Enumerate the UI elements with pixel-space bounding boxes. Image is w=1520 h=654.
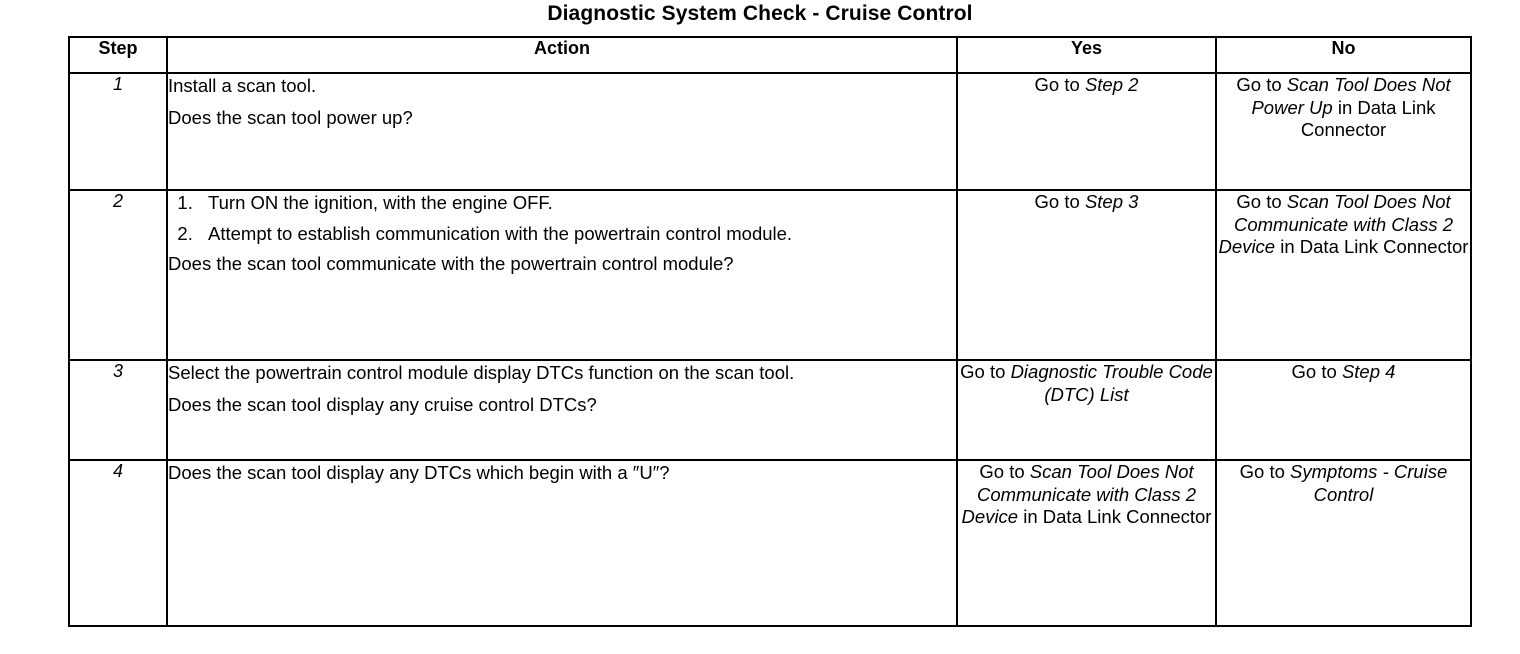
- column-header-yes: Yes: [956, 36, 1217, 74]
- goto-prefix: Go to: [1239, 461, 1291, 482]
- goto-reference[interactable]: Step 4: [1341, 361, 1396, 382]
- yes-cell: Go to Scan Tool Does Not Communicate wit…: [956, 459, 1217, 627]
- action-cell: Turn ON the ignition, with the engine OF…: [166, 189, 958, 361]
- goto-reference[interactable]: Diagnostic Trouble Code (DTC) List: [1010, 361, 1213, 405]
- goto-prefix: Go to: [960, 361, 1011, 382]
- table-header-row: Step Action Yes No: [68, 36, 1472, 74]
- goto-prefix: Go to: [1034, 74, 1085, 95]
- table-row: 1 Install a scan tool. Does the scan too…: [68, 72, 1472, 191]
- goto-reference[interactable]: Step 3: [1084, 191, 1139, 212]
- table-row: 2 Turn ON the ignition, with the engine …: [68, 189, 1472, 361]
- action-step-list: Turn ON the ignition, with the engine OF…: [168, 191, 956, 246]
- step-number: 2: [68, 189, 168, 361]
- diagnostic-flow-table: Step Action Yes No 1 Install a scan tool…: [68, 36, 1472, 627]
- goto-reference[interactable]: Scan Tool Does Not Communicate with Clas…: [961, 461, 1196, 528]
- action-line: Install a scan tool.: [168, 75, 317, 96]
- column-header-step: Step: [68, 36, 168, 74]
- table-row: 4 Does the scan tool display any DTCs wh…: [68, 459, 1472, 627]
- step-number: 4: [68, 459, 168, 627]
- yes-cell: Go to Step 2: [956, 72, 1217, 191]
- goto-prefix: Go to: [1236, 191, 1287, 212]
- table-body: 1 Install a scan tool. Does the scan too…: [68, 72, 1472, 627]
- table-header: Step Action Yes No: [68, 36, 1472, 74]
- page-title: Diagnostic System Check - Cruise Control: [547, 2, 973, 25]
- action-line: Select the powertrain control module dis…: [168, 362, 795, 383]
- table-row: 3 Select the powertrain control module d…: [68, 359, 1472, 461]
- goto-suffix: in Data Link Connector: [1275, 236, 1469, 258]
- column-header-action: Action: [166, 36, 958, 74]
- action-cell: Select the powertrain control module dis…: [166, 359, 958, 461]
- no-cell: Go to Scan Tool Does Not Power Up in Dat…: [1215, 72, 1472, 191]
- goto-reference[interactable]: Symptoms - Cruise Control: [1290, 461, 1448, 505]
- goto-prefix: Go to: [1236, 74, 1287, 95]
- yes-cell: Go to Step 3: [956, 189, 1217, 361]
- goto-suffix: in Data Link Connector: [1300, 96, 1436, 141]
- goto-suffix: in Data Link Connector: [1018, 506, 1212, 528]
- no-cell: Go to Symptoms - Cruise Control: [1215, 459, 1472, 627]
- goto-prefix: Go to: [1034, 191, 1085, 212]
- step-number: 3: [68, 359, 168, 461]
- goto-prefix: Go to: [1291, 361, 1342, 382]
- goto-reference[interactable]: Scan Tool Does Not Power Up: [1251, 74, 1451, 118]
- column-header-no: No: [1215, 36, 1472, 74]
- goto-reference[interactable]: Step 2: [1084, 74, 1139, 95]
- yes-cell: Go to Diagnostic Trouble Code (DTC) List: [956, 359, 1217, 461]
- no-cell: Go to Scan Tool Does Not Communicate wit…: [1215, 189, 1472, 361]
- action-cell: Install a scan tool. Does the scan tool …: [166, 72, 958, 191]
- goto-prefix: Go to: [979, 461, 1030, 482]
- step-number: 1: [68, 72, 168, 191]
- action-step-item: Turn ON the ignition, with the engine OF…: [198, 191, 956, 215]
- action-question: Does the scan tool display any cruise co…: [168, 394, 597, 416]
- action-question: Does the scan tool display any DTCs whic…: [168, 462, 670, 483]
- no-cell: Go to Step 4: [1215, 359, 1472, 461]
- action-cell: Does the scan tool display any DTCs whic…: [166, 459, 958, 627]
- goto-reference[interactable]: Scan Tool Does Not Communicate with Clas…: [1218, 191, 1453, 258]
- action-question: Does the scan tool power up?: [168, 107, 413, 129]
- action-step-item: Attempt to establish communication with …: [198, 222, 956, 246]
- action-question: Does the scan tool communicate with the …: [168, 253, 734, 275]
